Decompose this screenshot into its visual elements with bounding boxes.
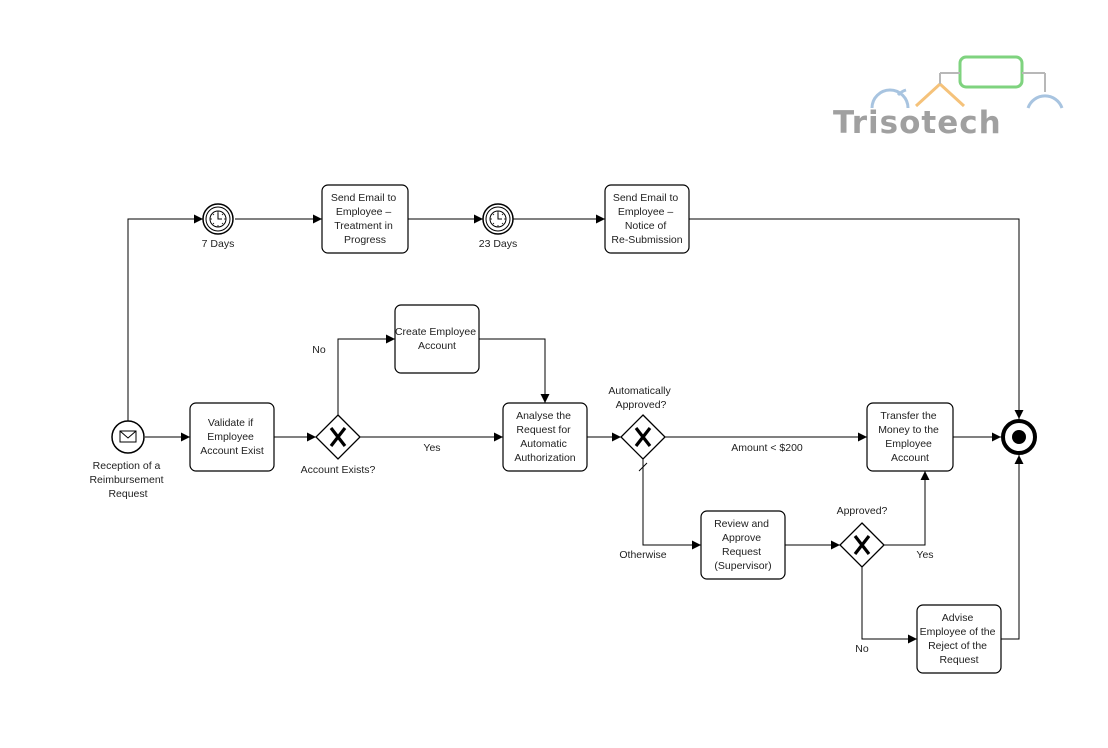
task-review-approve-label: Review and Approve Request (Supervisor) bbox=[714, 518, 772, 572]
flow-create-account-to-analyse bbox=[479, 338, 550, 403]
flow-label-yes-analyse: Yes bbox=[423, 442, 440, 454]
exclusive-x-icon bbox=[853, 535, 871, 555]
task-create-account[interactable]: Create Employee Account bbox=[394, 304, 480, 374]
clock-icon bbox=[209, 210, 227, 228]
gateway-auto-approved-label: Automatically Approved? bbox=[608, 385, 673, 411]
flow-no-to-advise bbox=[861, 567, 917, 644]
task-transfer-money-label: Transfer the Money to the Employee Accou… bbox=[878, 410, 942, 464]
task-create-account-label: Create Employee Account bbox=[395, 326, 479, 352]
task-analyse-request[interactable]: Analyse the Request for Automatic Author… bbox=[502, 402, 588, 472]
default-flow-marker bbox=[638, 462, 648, 472]
flow-no-to-create-account bbox=[337, 334, 395, 415]
flow-label-no-advise: No bbox=[855, 643, 869, 655]
gateway-account-exists-label: Account Exists? bbox=[301, 464, 376, 476]
task-transfer-money[interactable]: Transfer the Money to the Employee Accou… bbox=[866, 402, 954, 472]
task-send-email-resubmission[interactable]: Send Email to Employee – Notice of Re-Su… bbox=[604, 184, 690, 254]
flow-label-amount: Amount < $200 bbox=[731, 442, 803, 454]
flow-label-otherwise: Otherwise bbox=[619, 549, 666, 561]
clock-icon bbox=[489, 210, 507, 228]
logo-box-shape bbox=[958, 55, 1024, 89]
gateway-approved-label: Approved? bbox=[837, 505, 888, 517]
flow-yes-to-transfer bbox=[884, 471, 930, 546]
gateway-auto-approved[interactable]: Automatically Approved? bbox=[608, 385, 673, 460]
flow-otherwise-to-review bbox=[642, 459, 701, 550]
end-event-dot bbox=[1012, 430, 1026, 444]
flow-label-no-create: No bbox=[312, 344, 326, 356]
task-send-email-resubmission-label: Send Email to Employee – Notice of Re-Su… bbox=[611, 192, 682, 246]
flow-label-yes-transfer: Yes bbox=[916, 549, 933, 561]
task-validate-account-label: Validate if Employee Account Exist bbox=[200, 417, 264, 457]
flow-resubmission-to-end bbox=[689, 218, 1024, 419]
flow-advise-to-end bbox=[1001, 455, 1024, 640]
logo-text: Trisotech bbox=[833, 105, 1002, 141]
timer-event-7-days[interactable]: 7 Days bbox=[202, 203, 235, 250]
task-advise-reject[interactable]: Advise Employee of the Reject of the Req… bbox=[916, 604, 1002, 674]
trisotech-logo: Trisotech bbox=[833, 55, 1064, 141]
envelope-icon bbox=[119, 430, 137, 443]
exclusive-x-icon bbox=[634, 427, 652, 447]
task-analyse-request-label: Analyse the Request for Automatic Author… bbox=[514, 410, 575, 464]
end-event[interactable] bbox=[1001, 419, 1037, 455]
exclusive-x-icon bbox=[329, 427, 347, 447]
flow-start-to-timer-7 bbox=[127, 214, 203, 423]
logo-roof bbox=[914, 81, 966, 108]
logo-arc-right bbox=[1026, 94, 1064, 109]
task-review-approve[interactable]: Review and Approve Request (Supervisor) bbox=[700, 510, 786, 580]
task-send-email-treatment[interactable]: Send Email to Employee – Treatment in Pr… bbox=[321, 184, 409, 254]
sequence-flows bbox=[127, 214, 1024, 644]
task-advise-reject-label: Advise Employee of the Reject of the Req… bbox=[920, 612, 999, 666]
task-validate-account[interactable]: Validate if Employee Account Exist bbox=[189, 402, 275, 472]
task-send-email-treatment-label: Send Email to Employee – Treatment in Pr… bbox=[331, 192, 399, 246]
start-event[interactable]: Reception of a Reimbursement Request bbox=[89, 420, 166, 500]
logo-arc-left bbox=[870, 88, 910, 109]
timer-7-days-label: 7 Days bbox=[202, 238, 235, 250]
timer-event-23-days[interactable]: 23 Days bbox=[479, 203, 518, 250]
timer-23-days-label: 23 Days bbox=[479, 238, 518, 250]
gateway-approved[interactable]: Approved? bbox=[837, 505, 888, 568]
gateway-account-exists[interactable]: Account Exists? bbox=[301, 414, 376, 476]
start-event-label: Reception of a Reimbursement Request bbox=[89, 460, 166, 500]
